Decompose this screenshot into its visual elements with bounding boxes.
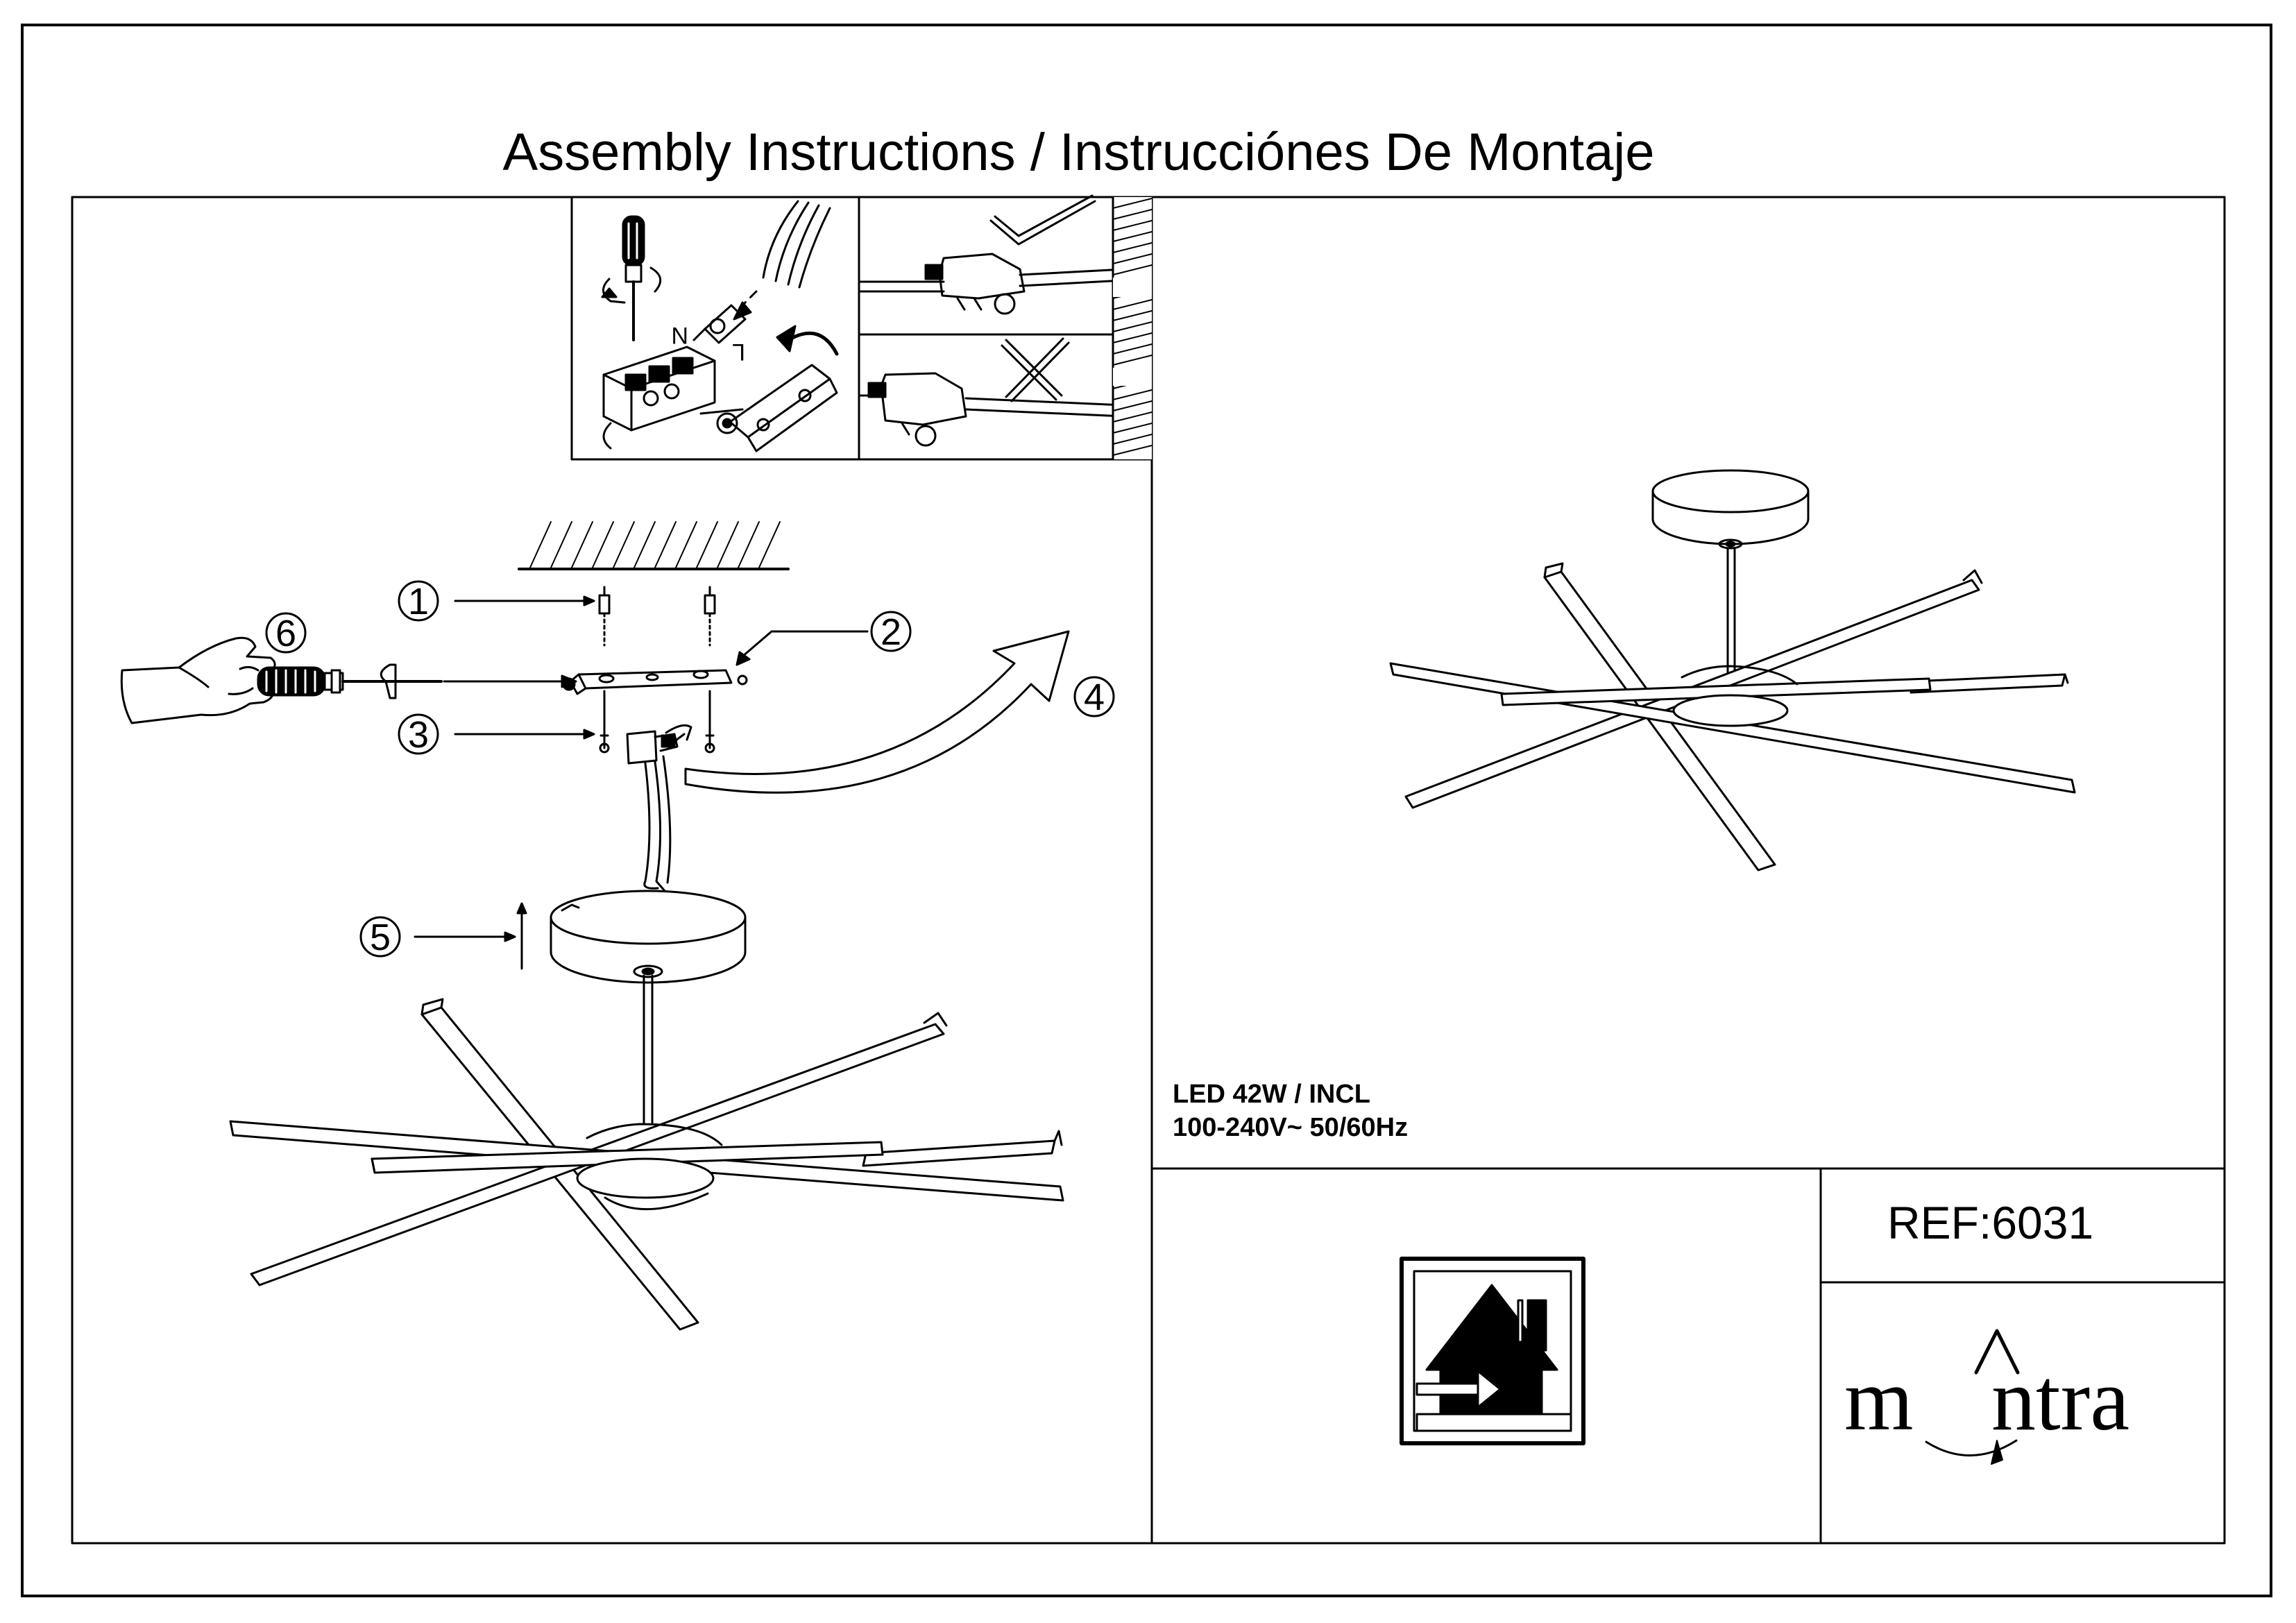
fixture-right <box>1389 469 2076 872</box>
fixing-screws <box>599 690 715 754</box>
wall-hatch-icon <box>1112 196 1153 461</box>
step-2-label: 2 <box>881 611 901 653</box>
ceiling-hatch-icon <box>518 521 790 570</box>
terminal-block <box>602 346 744 450</box>
step-6-label: 6 <box>275 613 296 654</box>
power-spec: LED 42W / INCL <box>1173 1080 1371 1109</box>
terminal-cover <box>729 325 839 452</box>
screwdriver-icon <box>601 215 662 341</box>
page-title: Assembly Instructions / Instrucciónes De… <box>502 123 1655 182</box>
screwdriver-tool <box>257 663 577 699</box>
connector-incorrect <box>858 372 1125 447</box>
cross-mark-icon <box>1001 337 1070 402</box>
lift-arrow <box>684 630 1070 794</box>
connector-block-hanging <box>626 724 692 892</box>
mantra-logo-icon <box>1925 1329 2020 1465</box>
wall-plugs <box>598 586 716 647</box>
step-4-label: 4 <box>1084 677 1105 718</box>
reference-number: REF:6031 <box>1887 1197 2094 1248</box>
step-callouts: 1 2 3 4 5 6 <box>265 580 1115 970</box>
mounting-bracket <box>562 669 748 695</box>
step-1-label: 1 <box>408 581 429 622</box>
hand-icon <box>120 636 276 724</box>
connector-correct <box>858 253 1125 315</box>
indoor-use-icon <box>1400 1257 1585 1445</box>
brand-logo-end: ntra <box>1991 1350 2129 1449</box>
wire-connector-plug: N L <box>671 304 747 365</box>
voltage-spec: 100-240V~ 50/60Hz <box>1173 1113 1409 1142</box>
check-mark-icon <box>989 194 1096 246</box>
fixture-left <box>229 890 1064 1331</box>
wire-bundle <box>733 200 831 321</box>
page-frame <box>21 24 2272 1597</box>
live-label: L <box>732 339 745 365</box>
brand-logo: m ntra <box>1844 1348 2205 1465</box>
neutral-label: N <box>671 322 688 348</box>
step-3-label: 3 <box>408 714 429 756</box>
wiring-detail-panel: N L <box>570 194 1153 461</box>
step-5-label: 5 <box>370 917 391 958</box>
brand-logo-start: m <box>1844 1350 1914 1449</box>
